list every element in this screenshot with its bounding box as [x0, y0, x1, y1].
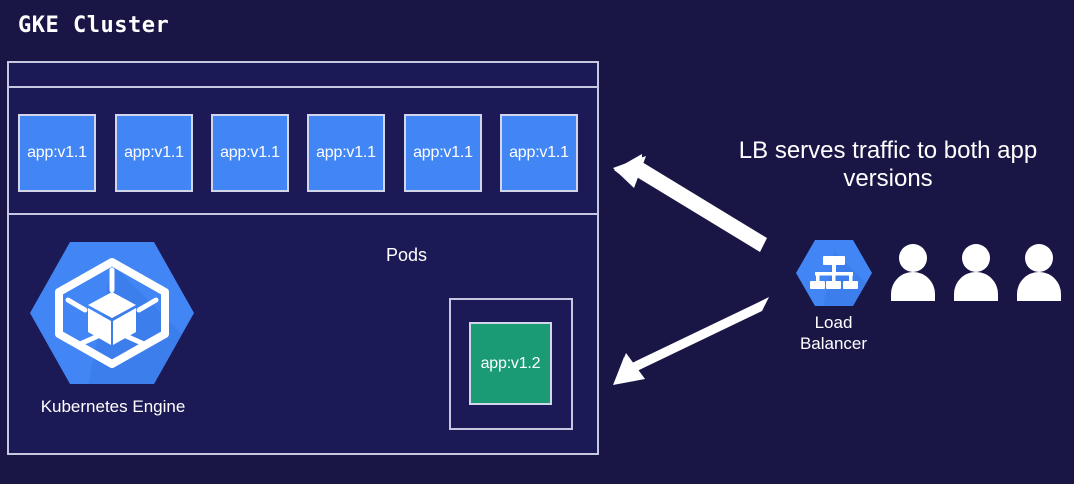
page-title: GKE Cluster [18, 13, 170, 38]
load-balancer-label: Load Balancer [781, 313, 886, 354]
kubernetes-engine-group: Kubernetes Engine [18, 240, 208, 420]
user-icon-2 [951, 243, 1001, 301]
users-group [888, 243, 1064, 301]
pods-label: Pods [386, 245, 428, 265]
pod-box-v11-5: app:v1.1 [404, 114, 482, 192]
cluster-header-strip [7, 61, 599, 88]
pod-box-v12: app:v1.2 [469, 322, 552, 405]
load-balancer-group: Load Balancer [781, 239, 886, 364]
arrow-lb-to-v12-pod [612, 295, 772, 400]
kubernetes-engine-label: Kubernetes Engine [40, 397, 186, 416]
user-icon-3 [1014, 243, 1064, 301]
pod-box-v11-6: app:v1.1 [500, 114, 578, 192]
pod-box-v11-1: app:v1.1 [18, 114, 96, 192]
kubernetes-engine-icon [28, 240, 196, 386]
user-icon-1 [888, 243, 938, 301]
arrow-lb-to-v11-pods [612, 152, 772, 269]
pod-box-v11-4: app:v1.1 [307, 114, 385, 192]
load-balancer-label-line1: Load [814, 313, 853, 332]
load-balancer-label-line2: Balancer [799, 333, 868, 353]
pods-section-divider [9, 213, 597, 215]
pod-v12-container [449, 298, 573, 430]
lb-caption: LB serves traffic to both app versions [712, 137, 1064, 192]
load-balancer-icon [795, 239, 873, 307]
lb-caption-line1: LB serves traffic to both app [738, 137, 1038, 164]
pod-box-v11-3: app:v1.1 [211, 114, 289, 192]
pod-box-v11-2: app:v1.1 [115, 114, 193, 192]
lb-caption-line2: versions [843, 164, 933, 192]
